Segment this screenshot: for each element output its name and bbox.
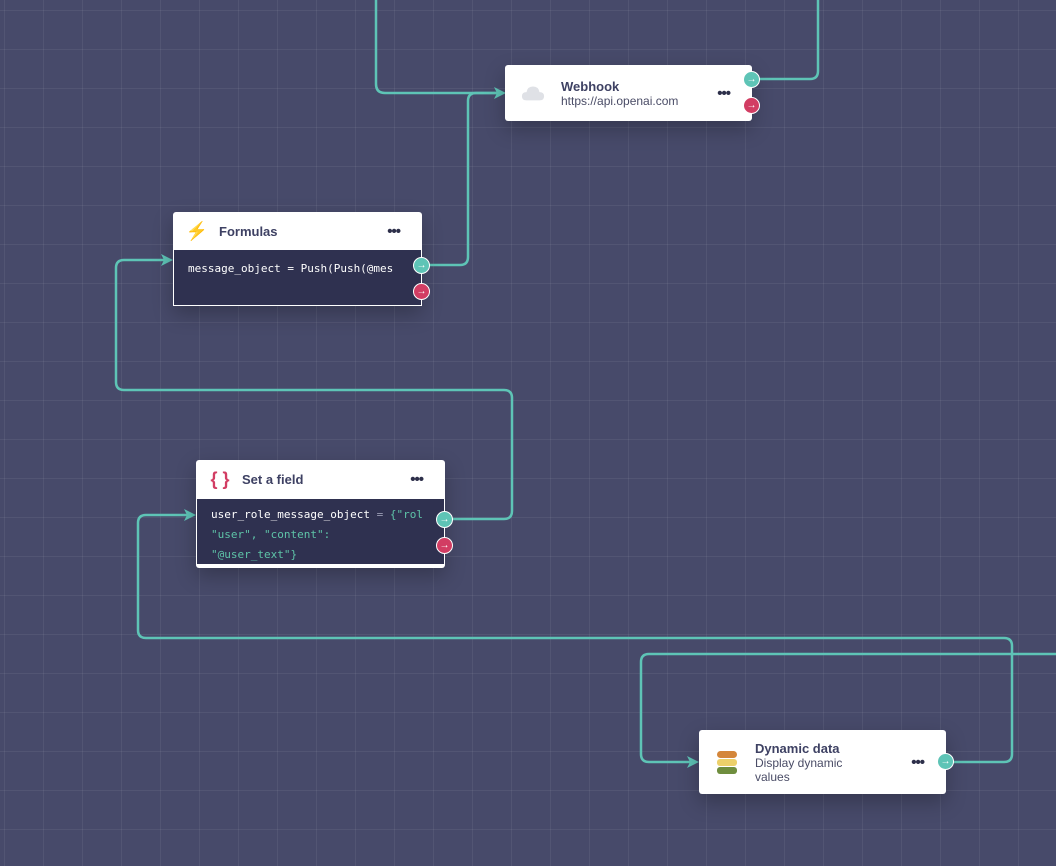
wire-offscreen-to-dynamic: [639, 652, 1056, 764]
error-port[interactable]: →: [743, 97, 760, 114]
set-field-node[interactable]: { } Set a field ••• user_role_message_ob…: [196, 460, 453, 568]
wire-formulas-to-webhook: [428, 91, 500, 267]
code-variable: user_role_message_object: [211, 508, 370, 521]
node-title: Formulas: [219, 223, 278, 239]
success-port[interactable]: →: [413, 257, 430, 274]
code-value: "@user_text"}: [211, 548, 298, 561]
wire-setfield-to-formulas: [114, 258, 514, 521]
code-preview: message_object = Push(Push(@mes: [173, 250, 422, 306]
node-title: Set a field: [242, 472, 304, 487]
wire-webhook-out: [752, 0, 820, 81]
braces-icon: { }: [210, 469, 230, 489]
arrow-setfield-in: [184, 509, 196, 521]
more-menu-button[interactable]: •••: [410, 471, 424, 488]
error-port[interactable]: →: [413, 283, 430, 300]
wire-top-to-webhook: [374, 0, 500, 95]
more-menu-button[interactable]: •••: [911, 753, 925, 771]
more-menu-button[interactable]: •••: [387, 222, 401, 240]
success-port[interactable]: →: [743, 71, 760, 88]
cloud-icon: [521, 81, 545, 105]
node-subtitle: values: [755, 769, 790, 784]
error-port[interactable]: →: [436, 537, 453, 554]
lightning-icon: ⚡: [185, 220, 209, 241]
code-value: {"rol: [389, 508, 423, 521]
node-title: Dynamic data: [755, 740, 840, 756]
wire-dynamic-to-setfield: [136, 513, 1014, 764]
formulas-node[interactable]: ⚡ Formulas ••• message_object = Push(Pus…: [173, 212, 430, 306]
arrow-formulas-in: [161, 254, 173, 266]
more-menu-button[interactable]: •••: [717, 84, 731, 102]
code-value: "user", "content":: [211, 528, 331, 541]
code-text: message_object = Push(Push(@mes: [188, 262, 394, 275]
arrow-webhook-in: [494, 87, 506, 99]
node-subtitle: https://api.openai.com: [561, 93, 679, 108]
node-subtitle: Display dynamic: [755, 755, 843, 770]
webhook-node[interactable]: Webhook https://api.openai.com ••• → →: [505, 65, 760, 121]
success-port[interactable]: →: [436, 511, 453, 528]
arrow-dynamic-in: [687, 756, 699, 768]
database-icon: [715, 750, 739, 774]
code-preview: user_role_message_object = {"rol "user",…: [196, 499, 445, 565]
code-operator: =: [369, 508, 390, 521]
node-title: Webhook: [561, 78, 620, 94]
success-port[interactable]: →: [937, 753, 954, 770]
dynamic-data-node[interactable]: Dynamic data Display dynamic values ••• …: [699, 730, 954, 794]
